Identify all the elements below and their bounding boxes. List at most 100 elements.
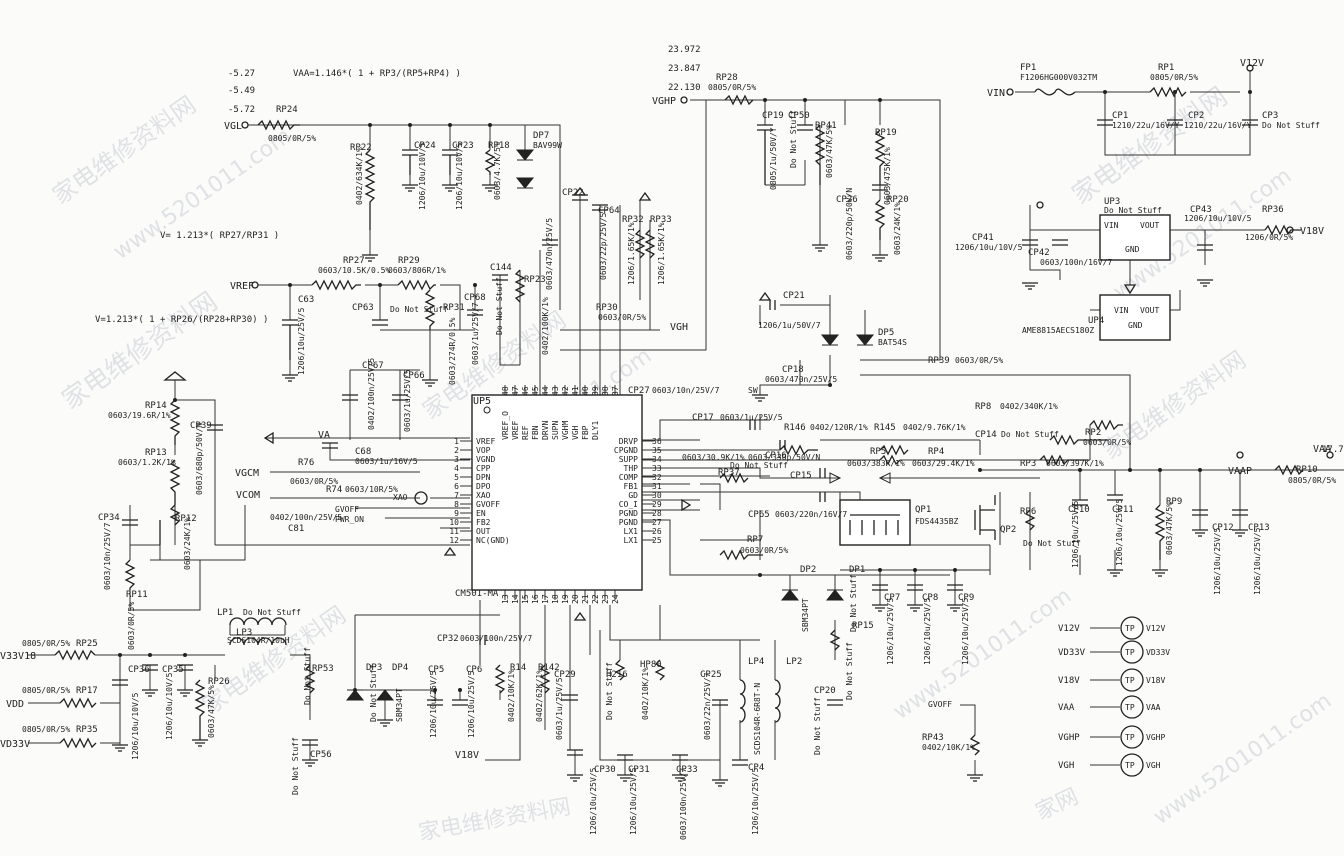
component-value: 0805/0R/5% bbox=[708, 83, 756, 92]
component-ref: CP4 bbox=[748, 763, 764, 773]
component-ref: QP2 bbox=[1000, 525, 1016, 535]
component-ref: CP33 bbox=[676, 765, 698, 775]
component-value: FDS4435BZ bbox=[915, 517, 959, 526]
component-value: 0603/100n/16V/7 bbox=[1040, 258, 1112, 267]
component-ref: CP43 bbox=[1190, 205, 1212, 215]
component-value: 0805/1u/50V/Y bbox=[769, 127, 778, 190]
chip-left-pins: VREF1VOP2VGND3CPP4DPN5DPO6XAO7GVOFF8EN9F… bbox=[449, 437, 509, 545]
component-ref: CP2 bbox=[1188, 111, 1204, 121]
chip-pin-label: DRVP bbox=[619, 437, 638, 446]
component-value: 1206/10u/25V/5 bbox=[751, 767, 760, 835]
component-labels: RP240805/0R/5%RP280805/0R/5%FP1F1206HG00… bbox=[22, 63, 1336, 840]
component-ref: CP68 bbox=[464, 293, 486, 303]
net-label: VGCM bbox=[235, 468, 259, 479]
component-ref: FP1 bbox=[1020, 63, 1036, 73]
chip-pin-number: 28 bbox=[652, 509, 662, 518]
component-ref: CP20 bbox=[814, 686, 836, 696]
component-ref: RP24 bbox=[276, 105, 298, 115]
component-ref: RP1 bbox=[1158, 63, 1174, 73]
component-ref: CP3 bbox=[1262, 111, 1278, 121]
component-value: 1206/10u/25V/5 bbox=[961, 597, 970, 665]
component-value: 1210/22u/16V/Y bbox=[1184, 121, 1252, 130]
component-ref: RP14 bbox=[145, 401, 167, 411]
component-ref: DP7 bbox=[533, 131, 549, 141]
component-value: 0603/1.2K/1% bbox=[118, 458, 176, 467]
chip-pin-label: SUPN bbox=[551, 421, 560, 440]
component-value: 0603/220p/50V/N bbox=[845, 188, 854, 260]
component-ref: DP4 bbox=[392, 663, 408, 673]
component-ref: CP35 bbox=[162, 665, 184, 675]
component-ref: CP18 bbox=[782, 365, 804, 375]
chip-pin-number: 34 bbox=[652, 455, 662, 464]
component-ref: RP7 bbox=[747, 535, 763, 545]
component-value: 1206/1.65K/1% bbox=[657, 222, 666, 285]
component-ref: CP16 bbox=[765, 451, 787, 461]
note-value: -5.72 bbox=[228, 105, 255, 115]
pin-label: VOUT bbox=[1140, 306, 1159, 315]
component-value: Do Not Stuff bbox=[845, 642, 854, 700]
component-ref: RP2 bbox=[1085, 428, 1101, 438]
chip-pin-label: GD bbox=[628, 491, 638, 500]
chip-pin-label: THP bbox=[624, 464, 639, 473]
chip-pin-number: 8 bbox=[454, 500, 459, 509]
component-ref: LP2 bbox=[786, 657, 802, 667]
component-ref: LP3 bbox=[236, 628, 252, 638]
component-value: 0603/30.9K/1% bbox=[682, 453, 745, 462]
component-value: Do Not Stuff bbox=[291, 737, 300, 795]
chip-pin-number: 3 bbox=[454, 455, 459, 464]
component-value: 1206/10u/25V/5 bbox=[923, 597, 932, 665]
diode-symbols bbox=[345, 149, 891, 701]
chip-pin-label: DRVN bbox=[541, 421, 550, 440]
component-ref: RP28 bbox=[716, 73, 738, 83]
component-ref: CP11 bbox=[1112, 505, 1134, 515]
testpoint-label: V12V bbox=[1146, 624, 1165, 633]
v-formula: V= 1.213*( RP27/RP31 ) bbox=[160, 231, 279, 241]
component-value: Do Not Stuff bbox=[303, 647, 312, 705]
chip-pin-number: 13 bbox=[501, 594, 510, 604]
component-value: BAV99W bbox=[533, 141, 562, 150]
chip-pin-label: OUT bbox=[476, 527, 491, 536]
component-value: 0805/0R/5% bbox=[268, 134, 316, 143]
component-ref: RP33 bbox=[650, 215, 672, 225]
component-value: 0603/1u/25V/5 bbox=[403, 369, 412, 432]
component-value: 0603/1u/25V/7 bbox=[471, 302, 480, 365]
component-value: 0805/0R/5% bbox=[22, 725, 70, 734]
chip-pin-label: DPN bbox=[476, 473, 491, 482]
chip-pin-label: FBP bbox=[581, 425, 590, 440]
chip-pin-label: VOP bbox=[476, 446, 491, 455]
component-ref: CP22 bbox=[562, 188, 584, 198]
component-value: 0805/0R/5% bbox=[1288, 476, 1336, 485]
net-label: SW bbox=[748, 386, 758, 395]
component-value: 1206/10u/25V/5 bbox=[429, 670, 438, 738]
component-ref: CP34 bbox=[98, 513, 120, 523]
component-ref: RP30 bbox=[596, 303, 618, 313]
component-ref: CP15 bbox=[790, 471, 812, 481]
pin-label: VIN bbox=[1104, 221, 1119, 230]
chip-pin-number: 1 bbox=[454, 437, 459, 446]
component-value: Do Not Stuff bbox=[789, 110, 798, 168]
component-value: 0603/1u/16V/5 bbox=[355, 457, 418, 466]
component-value: 0603/274R/0.5% bbox=[448, 317, 457, 385]
resistor-symbols bbox=[54, 86, 1304, 756]
chip-pin-label: REF bbox=[521, 425, 530, 440]
net-label: PWR_ON bbox=[335, 515, 364, 524]
component-ref: RP8 bbox=[975, 402, 991, 412]
component-value: 1206/10u/25V/5 bbox=[1071, 500, 1080, 568]
component-value: 0603/47K/5% bbox=[207, 685, 216, 738]
chip-pin-number: 23 bbox=[601, 594, 610, 604]
capacitor-symbols bbox=[112, 119, 1258, 766]
component-value: 1206/10u/25V/5 bbox=[1213, 527, 1222, 595]
chip-pin-number: 4 bbox=[454, 464, 459, 473]
component-ref: R146 bbox=[784, 423, 806, 433]
note-value: 23.972 bbox=[668, 45, 701, 55]
component-ref: CP27 bbox=[628, 386, 650, 396]
component-value: 1206/0R/5% bbox=[1245, 233, 1293, 242]
component-ref: CP32 bbox=[437, 634, 459, 644]
testpoint-net: VGHP bbox=[1058, 733, 1080, 743]
vaa-formula: VAA=1.146*( 1 + RP3/(RP5+RP4) ) bbox=[293, 69, 461, 79]
chip-pin-number: 9 bbox=[454, 509, 459, 518]
chip-pin-number: 45 bbox=[531, 386, 540, 396]
component-value: 0402/100n/25V/5 bbox=[270, 513, 342, 522]
